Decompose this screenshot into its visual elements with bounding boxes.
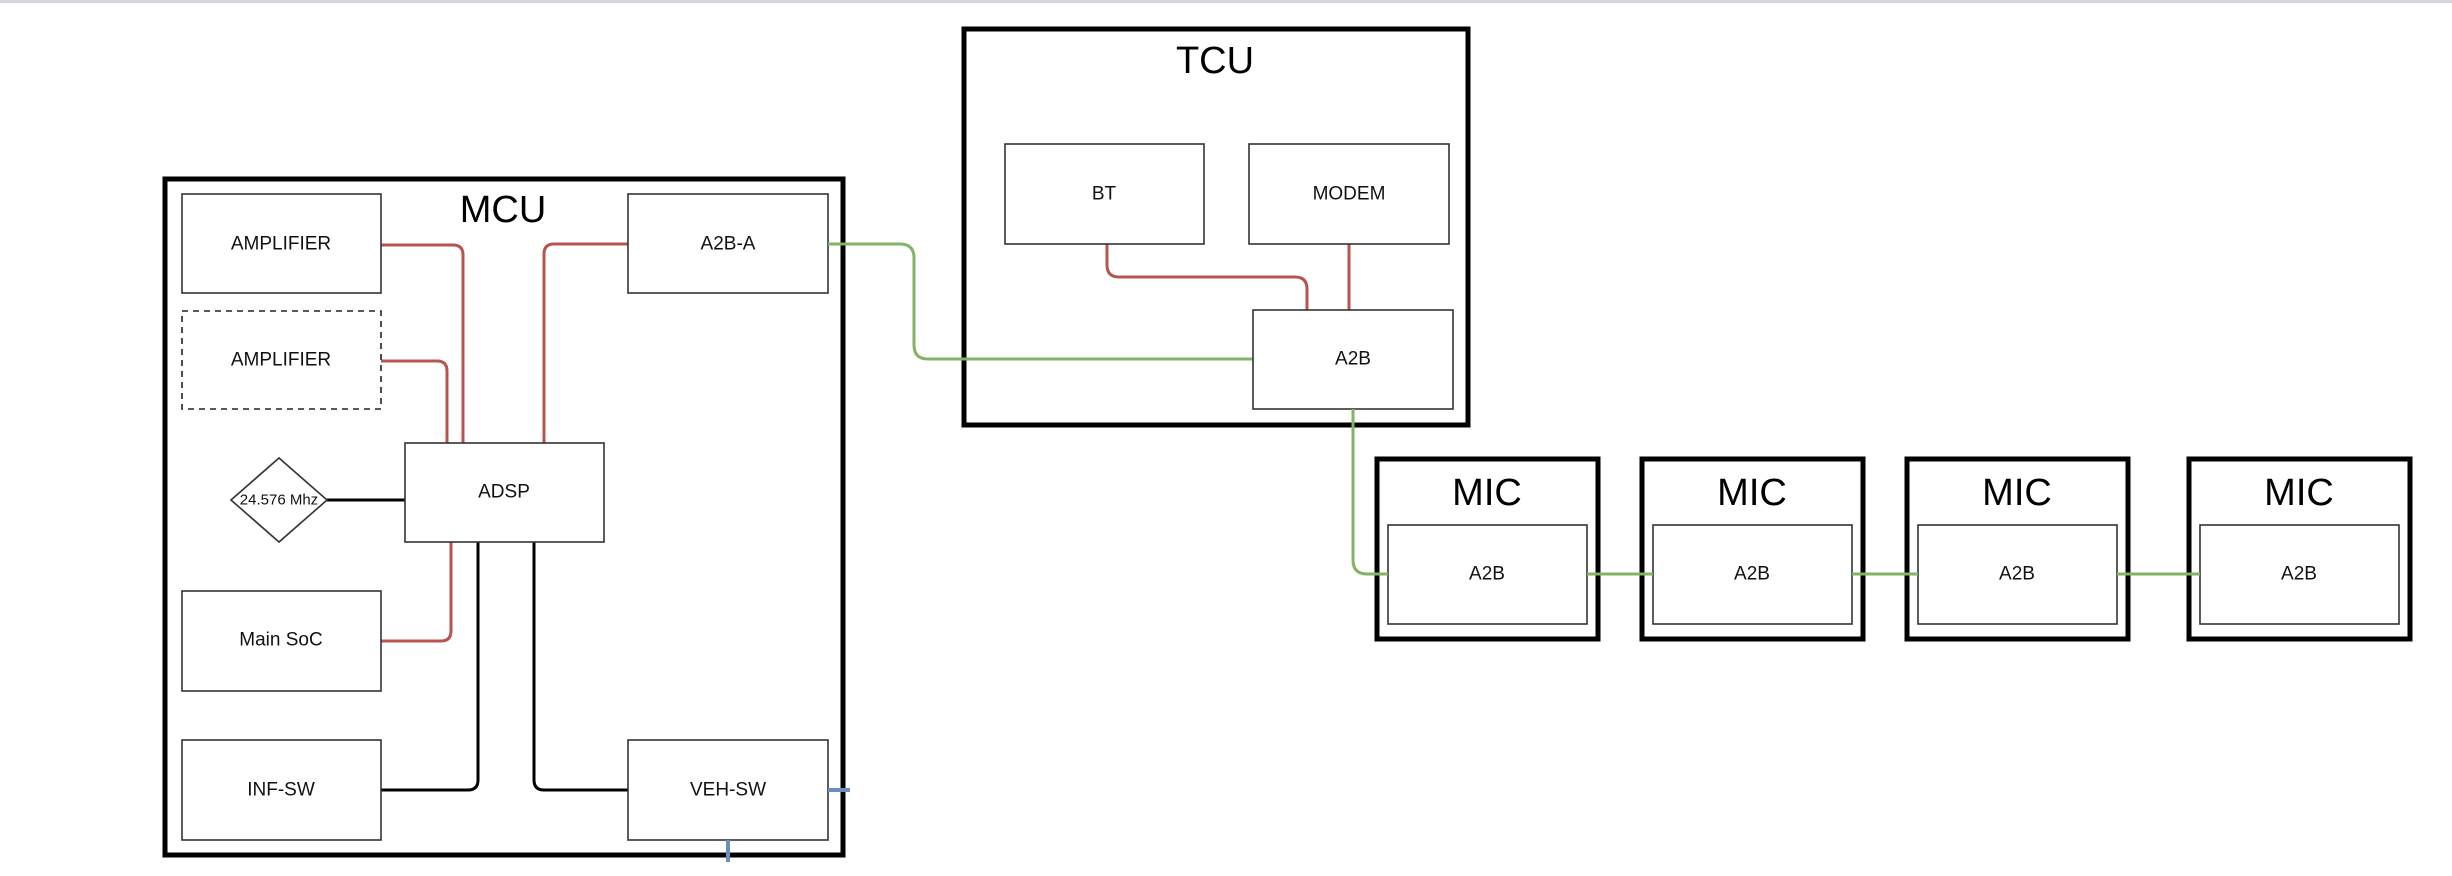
wire-amplifier-1-to-adsp: [381, 243, 465, 443]
mic-3-a2b-label: A2B: [1999, 564, 2035, 585]
adsp-label: ADSP: [478, 482, 530, 503]
wire-main-soc-to-adsp: [381, 542, 453, 643]
main-soc-label: Main SoC: [239, 630, 322, 651]
block-veh-sw[interactable]: VEH-SW: [627, 739, 829, 841]
mic-container-3[interactable]: MIC A2B: [1904, 456, 2131, 642]
wire-tcu-a2b-to-mic-1: [1351, 409, 1388, 576]
veh-sw-label: VEH-SW: [690, 780, 766, 801]
mic-1-a2b-label: A2B: [1469, 564, 1505, 585]
block-bt[interactable]: BT: [1004, 143, 1205, 245]
block-inf-sw[interactable]: INF-SW: [181, 739, 382, 841]
block-amplifier-1[interactable]: AMPLIFIER: [181, 193, 382, 294]
tcu-a2b-label: A2B: [1335, 349, 1371, 370]
bt-label: BT: [1092, 184, 1117, 205]
block-crystal-oscillator[interactable]: 24.576 Mhz: [229, 456, 329, 544]
wire-bt-to-tcu-a2b: [1105, 244, 1309, 310]
mic-container-2[interactable]: MIC A2B: [1639, 456, 1866, 642]
mic-3-a2b-box[interactable]: [1917, 524, 2118, 625]
amplifier-1-label: AMPLIFIER: [231, 234, 331, 255]
inf-sw-label: INF-SW: [247, 780, 315, 801]
mcu-label: MCU: [460, 189, 547, 231]
wire-inf-sw-to-adsp: [381, 542, 480, 792]
mic-container-1[interactable]: MIC A2B: [1374, 456, 1601, 642]
mic-3-label: MIC: [1982, 472, 2052, 514]
mic-chain-overlays: [726, 242, 2200, 862]
block-main-soc[interactable]: Main SoC: [181, 590, 382, 692]
tcu-wires: [1105, 244, 1351, 310]
block-adsp[interactable]: ADSP: [404, 442, 605, 543]
block-a2b-a[interactable]: A2B-A: [627, 193, 829, 294]
crystal-diamond-shape: [229, 456, 329, 544]
block-modem[interactable]: MODEM: [1248, 143, 1450, 245]
wire-a2b-a-to-tcu-a2b: [828, 242, 1253, 361]
canvas-top-border: [0, 0, 2452, 3]
mic-1-label: MIC: [1452, 472, 1522, 514]
wire-a2b-a-to-adsp: [542, 242, 628, 443]
mic-1-a2b-box[interactable]: [1387, 524, 1588, 625]
mic-2-label: MIC: [1717, 472, 1787, 514]
mic-container-4[interactable]: MIC A2B: [2186, 456, 2413, 642]
block-amplifier-2-optional[interactable]: AMPLIFIER: [181, 310, 382, 410]
mcu-wires: [327, 242, 850, 862]
mic-4-a2b-label: A2B: [2281, 564, 2317, 585]
mic-4-label: MIC: [2264, 472, 2334, 514]
wire-veh-sw-to-adsp: [532, 542, 628, 792]
block-tcu-a2b[interactable]: A2B: [1252, 309, 1454, 410]
crystal-frequency-label: 24.576 Mhz: [240, 492, 318, 509]
amplifier-2-label: AMPLIFIER: [231, 350, 331, 371]
wire-amplifier-2-to-adsp: [381, 359, 449, 443]
mic-2-a2b-label: A2B: [1734, 564, 1770, 585]
a2b-a-label: A2B-A: [701, 234, 756, 255]
tcu-label: TCU: [1176, 40, 1254, 82]
modem-label: MODEM: [1313, 184, 1386, 205]
